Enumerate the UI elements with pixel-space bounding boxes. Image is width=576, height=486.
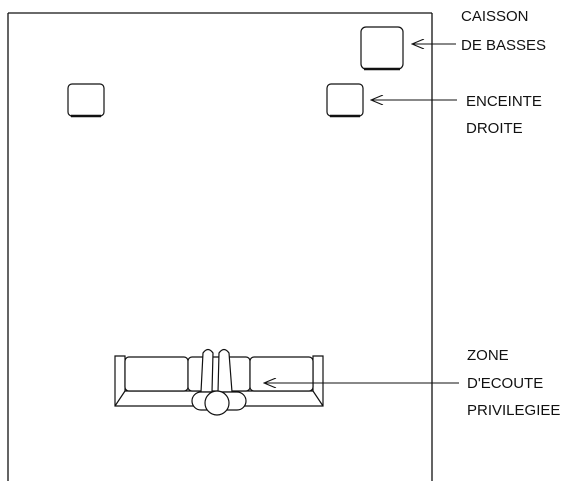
right-speaker-box xyxy=(326,83,364,118)
listener-left-leg xyxy=(200,348,214,393)
listener-right-leg xyxy=(217,348,233,393)
subwoofer-box xyxy=(360,26,404,71)
subwoofer-label-line-1: CAISSON xyxy=(461,8,529,25)
listening-zone-label: ZONE D'ECOUTE PRIVILEGIEE xyxy=(467,347,560,419)
listening-zone-label-line-2: D'ECOUTE xyxy=(467,375,543,392)
listener-figure xyxy=(191,348,247,416)
room-outline xyxy=(7,12,433,481)
right-speaker-label: ENCEINTE DROITE xyxy=(466,93,542,137)
right-speaker-label-line-1: ENCEINTE xyxy=(466,93,542,110)
listening-zone-label-line-3: PRIVILEGIEE xyxy=(467,402,560,419)
subwoofer-label: CAISSON DE BASSES xyxy=(461,8,546,54)
listening-zone-label-line-1: ZONE xyxy=(467,347,509,364)
left-speaker-box xyxy=(67,83,105,118)
sofa-cushion-right xyxy=(249,356,314,392)
right-speaker-label-line-2: DROITE xyxy=(466,120,523,137)
listener-head xyxy=(204,390,230,416)
sofa-cushion-left xyxy=(124,356,189,392)
subwoofer-label-line-2: DE BASSES xyxy=(461,37,546,54)
